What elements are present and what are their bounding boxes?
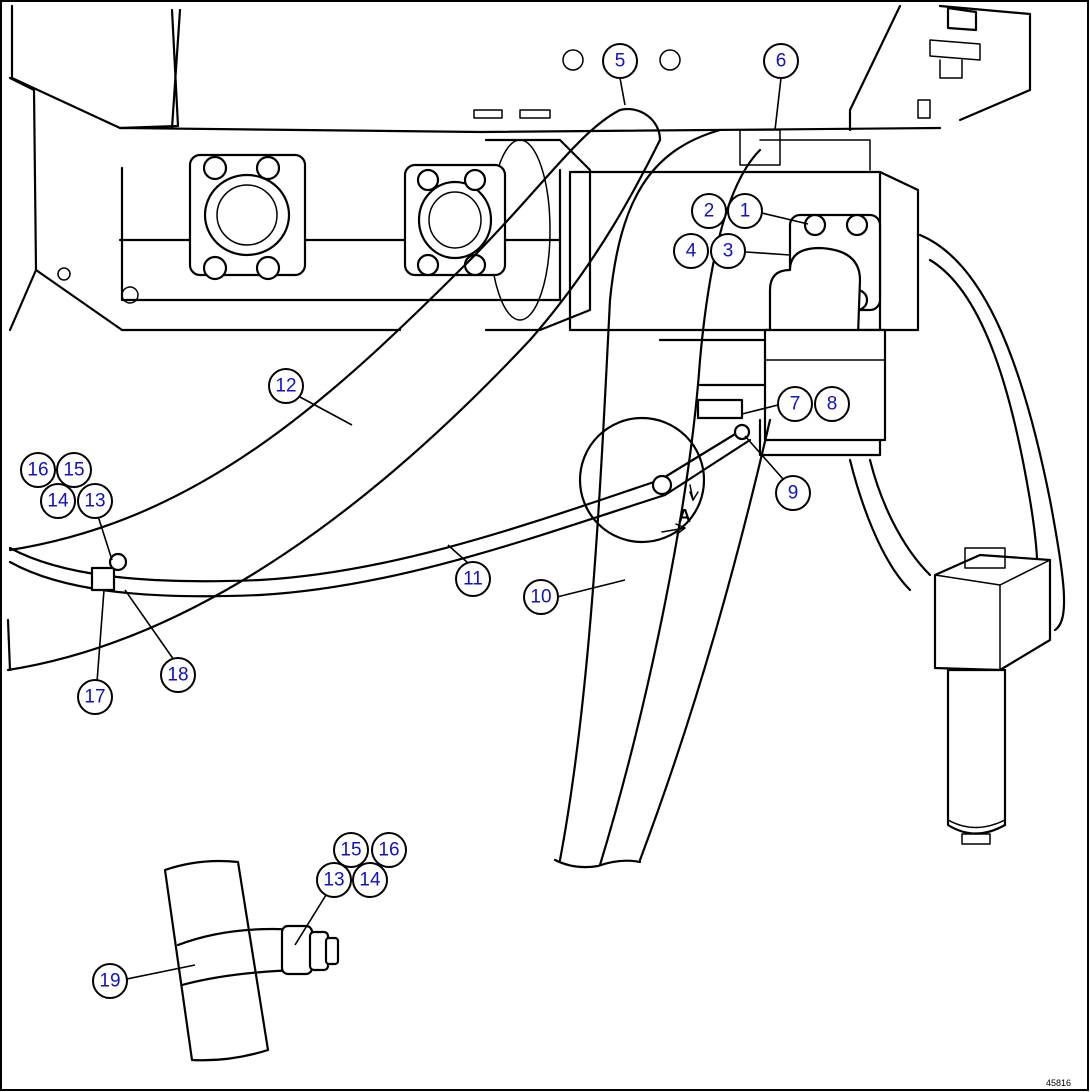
callout-10-text: 10	[530, 587, 551, 608]
callout-16b: 16	[371, 832, 407, 868]
callout-10: 10	[523, 579, 559, 615]
callout-2: 2	[691, 193, 727, 229]
callout-19: 19	[92, 963, 128, 999]
callout-13b: 13	[316, 862, 352, 898]
filter-unit	[933, 547, 1052, 845]
callout-15a-text: 15	[63, 460, 84, 481]
pump-housing	[57, 138, 592, 332]
callout-7-text: 7	[790, 394, 801, 415]
callout-12: 12	[268, 368, 304, 404]
callout-12-text: 12	[275, 376, 296, 397]
callout-13b-text: 13	[323, 870, 344, 891]
callout-16a-text: 16	[27, 460, 48, 481]
callout-16a: 16	[20, 452, 56, 488]
callout-6: 6	[763, 43, 799, 79]
callout-17-text: 17	[84, 687, 105, 708]
callout-6-text: 6	[776, 51, 787, 72]
callout-13a-text: 13	[84, 491, 105, 512]
callout-18-text: 18	[167, 665, 188, 686]
callout-14b: 14	[352, 862, 388, 898]
callout-9: 9	[775, 475, 811, 511]
callout-11: 11	[455, 561, 491, 597]
callout-7: 7	[777, 386, 813, 422]
callout-17: 17	[77, 679, 113, 715]
callout-3: 3	[710, 233, 746, 269]
callout-19-text: 19	[99, 971, 120, 992]
leader-lines	[96, 77, 809, 980]
callout-15b: 15	[333, 832, 369, 868]
callout-5-text: 5	[615, 51, 626, 72]
callout-11-text: 11	[463, 569, 483, 590]
callout-8: 8	[814, 386, 850, 422]
callout-14a: 14	[40, 483, 76, 519]
callout-5: 5	[602, 43, 638, 79]
callout-14b-text: 14	[359, 870, 381, 891]
callout-16b-text: 16	[378, 840, 399, 861]
callout-4-text: 4	[686, 241, 697, 262]
callout-15a: 15	[56, 452, 92, 488]
callout-1: 1	[727, 193, 763, 229]
callout-18: 18	[160, 657, 196, 693]
hose-12	[6, 107, 662, 672]
callout-3-text: 3	[723, 241, 734, 262]
detail-a-label: A	[678, 506, 691, 526]
callout-15b-text: 15	[340, 840, 361, 861]
callout-1-text: 1	[740, 201, 751, 222]
hose-11	[8, 423, 752, 598]
chassis-frame	[8, 4, 1032, 332]
pipe-clamp-detail	[163, 859, 340, 1062]
callout-9-text: 9	[788, 483, 799, 504]
callout-4: 4	[673, 233, 709, 269]
valve-block	[568, 129, 920, 457]
drawing-ref-number: 45816	[1046, 1078, 1071, 1088]
callout-8-text: 8	[827, 394, 838, 415]
callout-14a-text: 14	[47, 491, 69, 512]
callout-2-text: 2	[704, 201, 715, 222]
callout-13a: 13	[77, 483, 113, 519]
detail-a-circle	[578, 416, 706, 544]
